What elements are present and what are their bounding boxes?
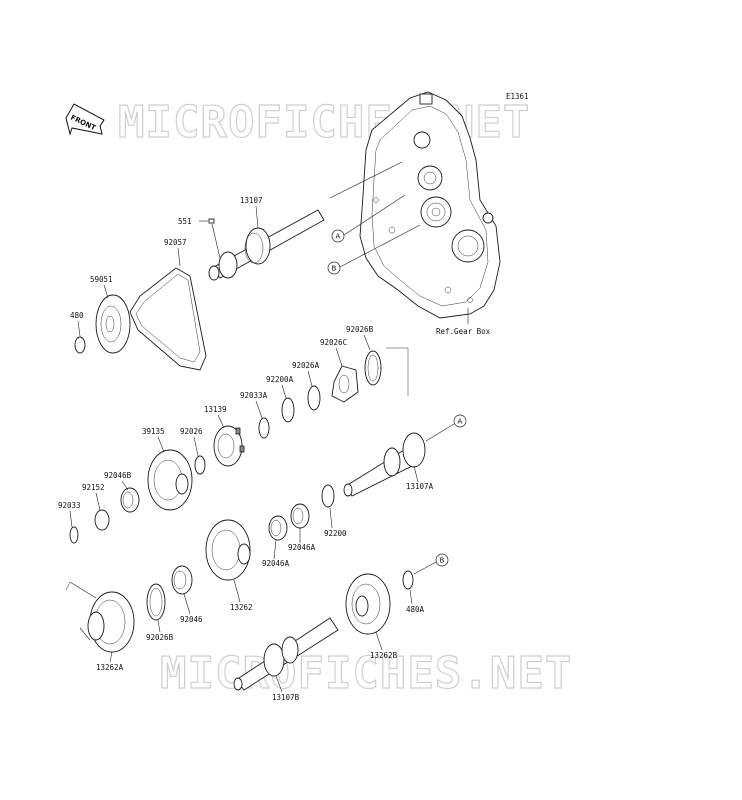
shaft-13107 <box>208 209 325 281</box>
front-arrow-icon: FRONT <box>65 103 105 136</box>
label-92152: 92152 <box>82 483 105 492</box>
label-92057: 92057 <box>164 238 187 247</box>
callout-a-top-label: A <box>336 233 341 241</box>
key-551 <box>208 218 215 224</box>
label-92046b: 92046B <box>104 471 132 480</box>
callout-b-circlip-label: B <box>440 557 445 565</box>
label-13262: 13262 <box>230 603 253 612</box>
label-92200: 92200 <box>324 529 347 538</box>
chain-92057 <box>129 267 207 371</box>
label-13107a: 13107A <box>406 482 434 491</box>
watermark-bottom: MICROFICHES.NET <box>160 648 572 699</box>
label-13107: 13107 <box>240 196 263 205</box>
bearing-92046a-2 <box>268 515 288 541</box>
ring-92026b-bottom <box>146 583 166 621</box>
label-480: 480 <box>70 311 84 320</box>
gear-13262b <box>345 573 391 635</box>
label-480a: 480A <box>406 605 425 614</box>
label-92026c: 92026C <box>320 338 347 347</box>
bearing-92046 <box>171 565 193 595</box>
plate-92026c <box>331 365 359 403</box>
dog-13139 <box>213 425 245 467</box>
bearing-92046a-1 <box>290 503 310 529</box>
washer-92200a <box>281 397 295 423</box>
label-92026b-bottom: 92026B <box>146 633 174 642</box>
label-59051: 59051 <box>90 275 113 284</box>
label-92026b-top: 92026B <box>346 325 374 334</box>
diagram-id: E1361 <box>506 92 529 101</box>
label-551: 551 <box>178 217 192 226</box>
washer-92200 <box>321 484 335 508</box>
gear-13262a <box>87 591 135 653</box>
circlip-92033 <box>69 526 79 544</box>
label-13262b: 13262B <box>370 651 398 660</box>
collar-92152 <box>94 509 110 531</box>
shaft-13107b <box>233 617 339 691</box>
circlip-480a <box>402 570 414 590</box>
callout-b-top <box>327 261 341 275</box>
gear-box-housing <box>359 91 501 319</box>
washer-92026a <box>307 385 321 411</box>
washer-92033a <box>258 417 270 439</box>
callout-a-shaft-label: A <box>458 418 463 426</box>
circlip-480 <box>74 336 86 354</box>
ref-gear-box-label: Ref.Gear Box <box>436 327 491 336</box>
label-92033: 92033 <box>58 501 81 510</box>
shaft-13107a <box>343 432 426 497</box>
bearing-92046b <box>120 487 140 513</box>
label-92026: 92026 <box>180 427 203 436</box>
label-92046a-1: 92046A <box>288 543 316 552</box>
washer-92026b-top <box>364 350 382 386</box>
callout-b-top-label: B <box>332 265 337 273</box>
label-92046: 92046 <box>180 615 203 624</box>
label-13139: 13139 <box>204 405 227 414</box>
label-92200a: 92200A <box>266 375 294 384</box>
callout-a-top <box>331 229 345 243</box>
label-92046a-2: 92046A <box>262 559 290 568</box>
label-13107b: 13107B <box>272 693 300 702</box>
callout-b-circlip <box>435 553 449 567</box>
label-92026a: 92026A <box>292 361 320 370</box>
callout-a-shaft <box>453 414 467 428</box>
gear-13262 <box>205 519 251 581</box>
washer-92026 <box>194 455 206 475</box>
sprocket-59051 <box>95 294 131 354</box>
label-92033a: 92033A <box>240 391 268 400</box>
label-13262a: 13262A <box>96 663 124 672</box>
gear-39135 <box>147 449 193 511</box>
label-39135: 39135 <box>142 427 165 436</box>
